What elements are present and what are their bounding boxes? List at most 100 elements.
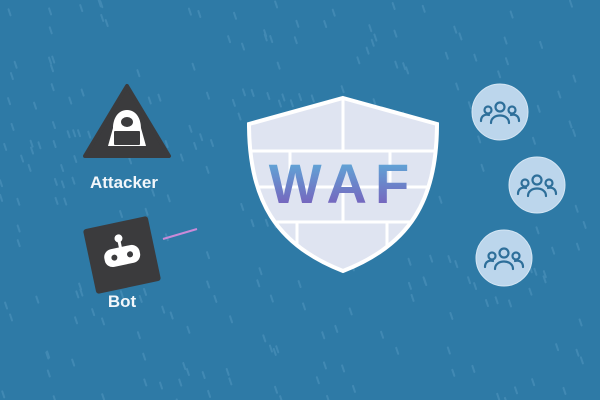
- streak: [79, 4, 84, 13]
- streak: [277, 99, 282, 108]
- streak: [206, 91, 211, 100]
- streak: [227, 35, 232, 44]
- streak: [454, 260, 459, 269]
- streak: [237, 112, 242, 121]
- streak: [48, 26, 53, 35]
- streak: [281, 93, 286, 102]
- streak: [60, 180, 65, 189]
- streak: [449, 311, 454, 320]
- streak: [471, 364, 476, 373]
- streak: [447, 255, 452, 264]
- streak: [46, 369, 51, 378]
- streak: [206, 280, 211, 289]
- streak: [289, 99, 294, 108]
- streak: [473, 282, 478, 291]
- user-group-1: [471, 83, 529, 141]
- streak: [231, 98, 236, 107]
- streak: [143, 378, 148, 387]
- streak: [74, 316, 79, 325]
- streak: [262, 334, 267, 343]
- streak: [100, 13, 105, 22]
- streak: [509, 10, 514, 19]
- streak: [119, 290, 124, 299]
- streak: [322, 361, 327, 370]
- streak: [272, 347, 277, 356]
- streak: [9, 72, 14, 81]
- streak: [258, 267, 263, 276]
- streak: [37, 141, 42, 150]
- streak: [575, 242, 580, 251]
- streak: [157, 93, 162, 102]
- streak: [50, 64, 55, 73]
- users-icon: [516, 174, 558, 198]
- robot-icon: [104, 234, 141, 268]
- streak: [68, 96, 73, 105]
- streak: [166, 194, 171, 203]
- streak: [528, 287, 533, 296]
- streak: [453, 25, 458, 34]
- streak: [444, 51, 449, 60]
- streak: [582, 220, 587, 229]
- streak: [539, 40, 544, 49]
- streak: [199, 133, 204, 142]
- streak: [164, 140, 169, 149]
- streak: [241, 88, 246, 97]
- streak: [536, 104, 541, 113]
- streak: [422, 276, 427, 285]
- streak: [467, 276, 472, 285]
- streak: [147, 96, 152, 105]
- streak: [3, 142, 8, 151]
- streak: [20, 154, 25, 163]
- streak: [504, 57, 509, 66]
- streak: [410, 293, 415, 302]
- streak: [334, 324, 339, 333]
- streak: [393, 29, 398, 38]
- streak: [535, 226, 540, 235]
- streak: [1, 390, 6, 399]
- streak: [391, 2, 396, 11]
- streak: [542, 270, 547, 279]
- streak: [551, 246, 556, 255]
- streak: [143, 287, 148, 296]
- streak: [27, 163, 32, 172]
- streak: [101, 317, 106, 326]
- streak: [87, 130, 92, 139]
- streak: [4, 301, 9, 310]
- streak: [63, 197, 68, 206]
- streak: [315, 376, 320, 385]
- streak: [496, 392, 501, 400]
- streak: [348, 307, 353, 316]
- streak: [340, 85, 345, 94]
- streak: [323, 20, 328, 29]
- bot-label: Bot: [107, 292, 137, 311]
- streak: [373, 33, 378, 42]
- streak: [407, 257, 412, 266]
- streak: [575, 348, 580, 357]
- streak: [250, 219, 255, 228]
- streak: [264, 218, 269, 227]
- streak: [531, 136, 536, 145]
- streak: [380, 330, 385, 339]
- streak: [193, 141, 198, 150]
- streak: [295, 19, 300, 28]
- streak: [356, 56, 361, 65]
- streak: [557, 90, 562, 99]
- streak: [33, 101, 38, 110]
- streak: [7, 97, 12, 106]
- streak: [421, 4, 426, 13]
- background-streaks: [0, 0, 587, 400]
- streak: [53, 177, 58, 186]
- streak: [279, 395, 283, 400]
- streak: [480, 163, 485, 172]
- streak: [446, 346, 451, 355]
- streak: [186, 325, 191, 334]
- streak: [241, 42, 246, 51]
- streak: [16, 239, 21, 248]
- streak: [144, 207, 149, 216]
- streak: [274, 0, 279, 9]
- streak: [331, 8, 336, 17]
- streak: [263, 33, 268, 42]
- streak: [169, 311, 174, 320]
- streak: [97, 0, 102, 8]
